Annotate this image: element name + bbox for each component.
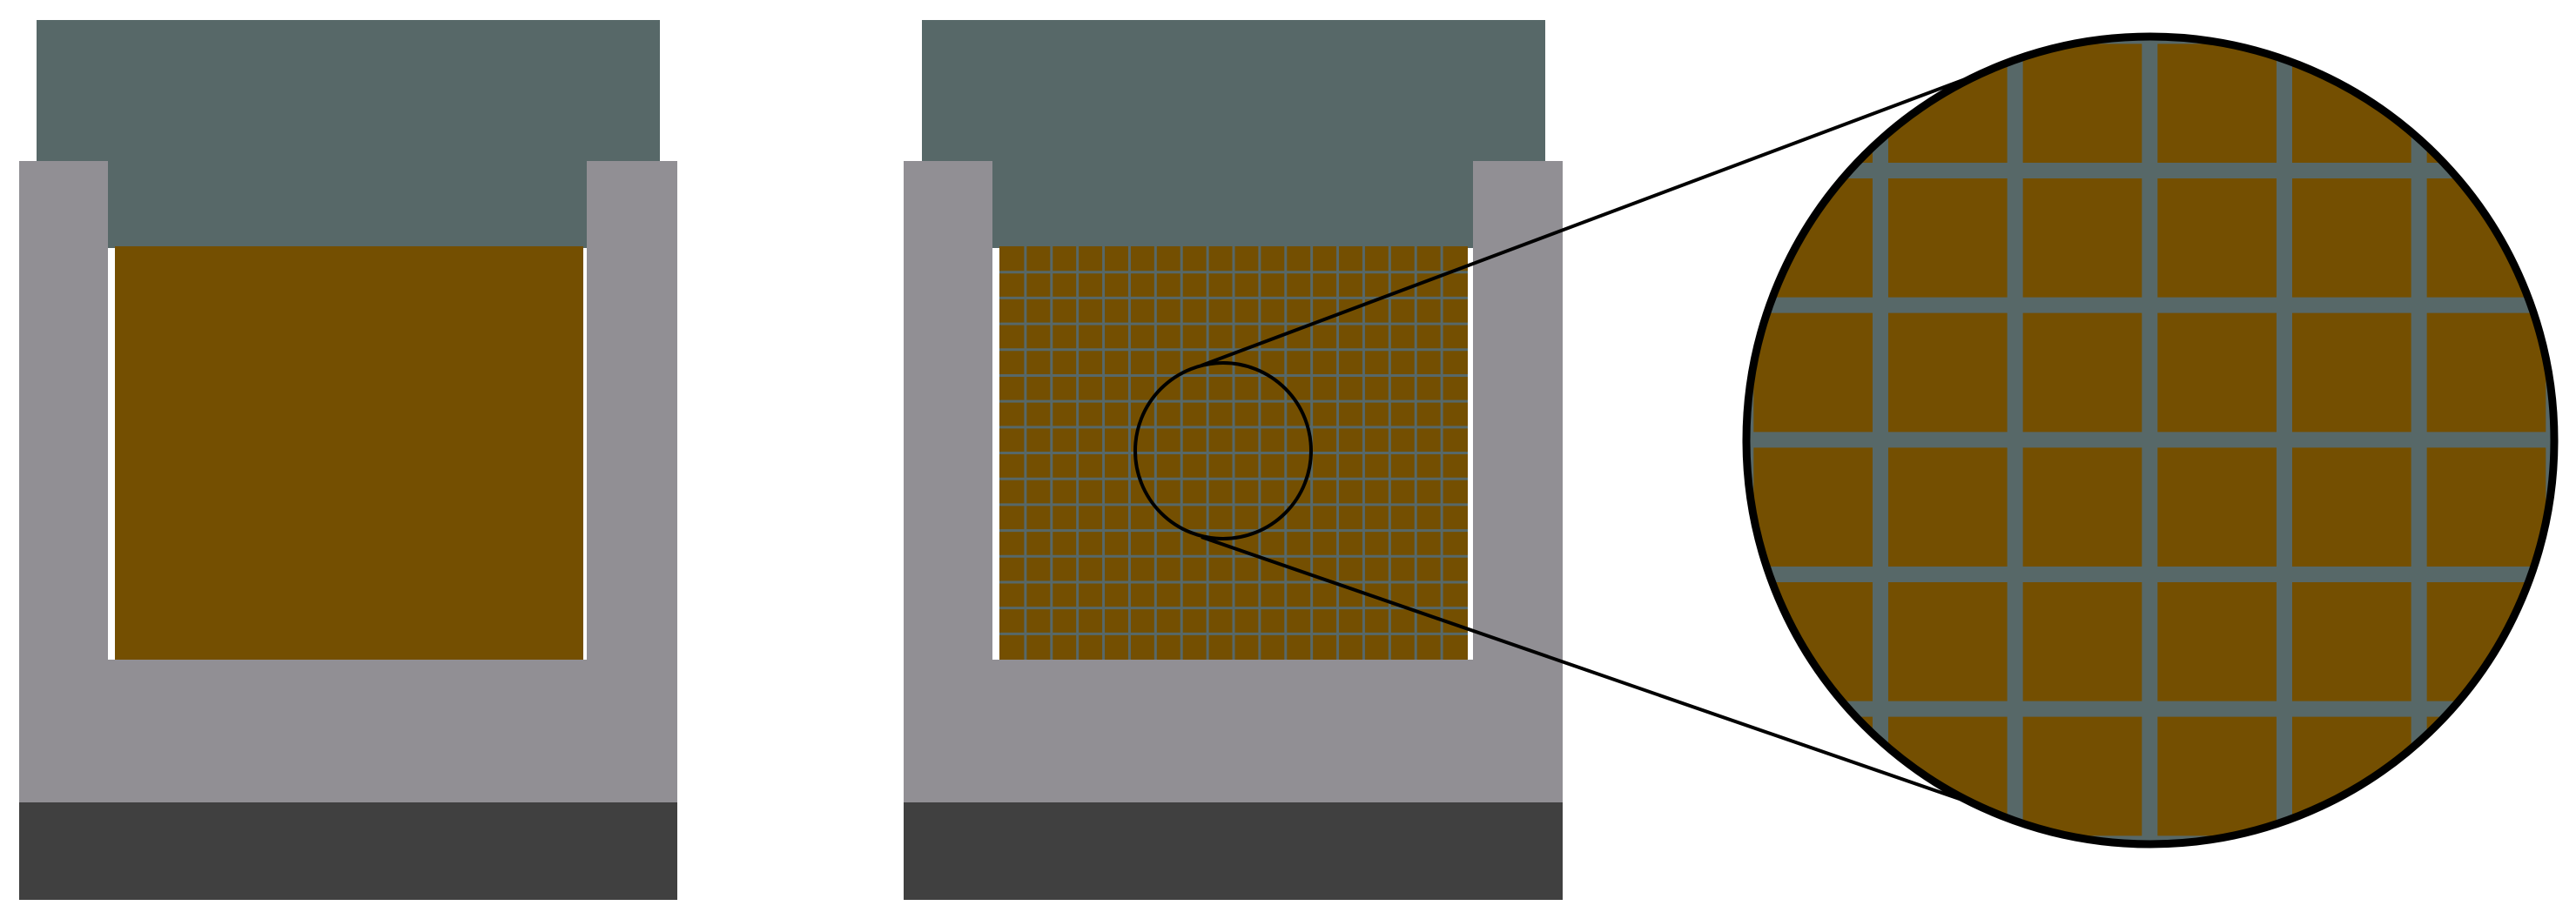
callout-line-bottom <box>1201 535 2003 815</box>
magnified-view <box>1742 32 2559 849</box>
base-plate <box>19 802 677 900</box>
magnifier-lens-ring <box>1742 32 2559 849</box>
crucible-wall <box>19 161 677 802</box>
meshed-material-crucible <box>904 20 1563 900</box>
crucible-wall <box>904 161 1563 802</box>
base-plate <box>904 802 1563 900</box>
magnifier-callout <box>1133 64 2003 815</box>
magnifier-source-circle <box>1133 361 1313 540</box>
lid-block <box>922 20 1545 248</box>
mesh-grid-lines <box>999 246 1468 660</box>
lid-block <box>37 20 660 248</box>
solid-material-crucible <box>19 20 677 900</box>
solid-material-fill <box>115 246 583 660</box>
callout-line-top <box>1201 64 2003 367</box>
